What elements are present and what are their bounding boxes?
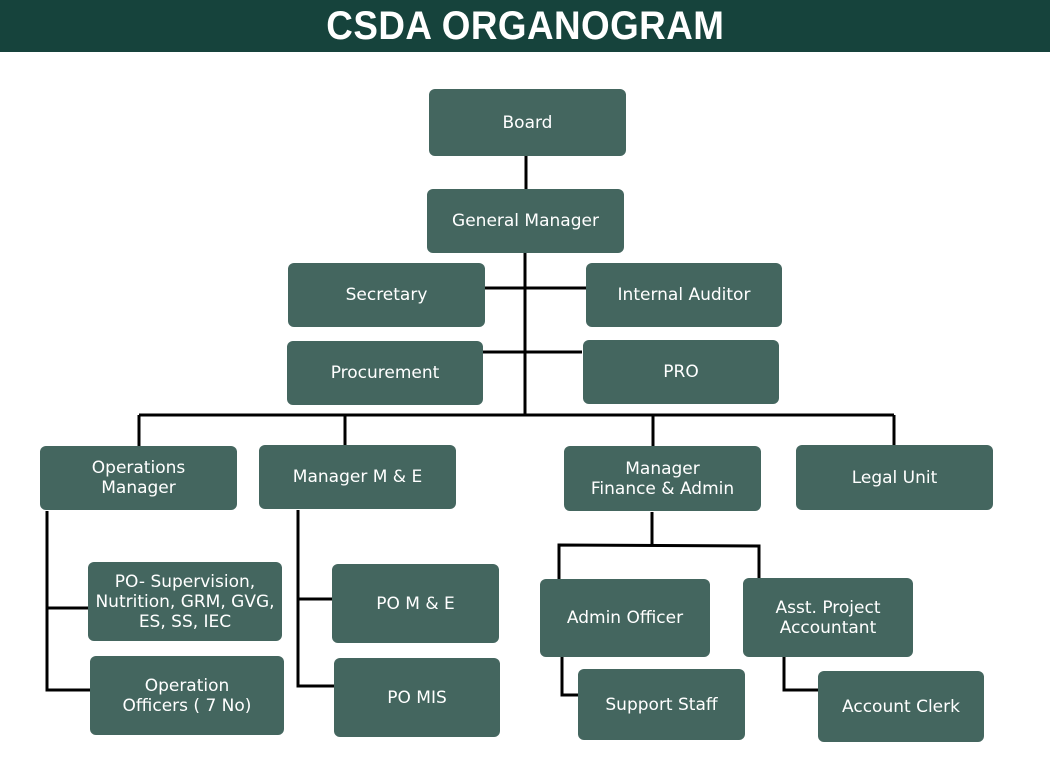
node-account-clerk: Account Clerk — [818, 671, 984, 742]
page-title: CSDA ORGANOGRAM — [325, 3, 725, 48]
node-po-mis: PO MIS — [334, 658, 500, 737]
node-general-manager: General Manager — [427, 189, 624, 253]
node-asst-project-accountant: Asst. Project Accountant — [743, 578, 913, 657]
node-admin-officer: Admin Officer — [540, 579, 710, 657]
header-banner: CSDA ORGANOGRAM — [0, 0, 1050, 52]
connector-me-children — [296, 510, 334, 688]
node-manager-me: Manager M & E — [259, 445, 456, 509]
node-secretary: Secretary — [288, 263, 485, 327]
node-internal-auditor: Internal Auditor — [586, 263, 782, 327]
node-operations-manager: Operations Manager — [40, 446, 237, 510]
connector-ops-children — [45, 511, 90, 692]
node-legal-unit: Legal Unit — [796, 445, 993, 510]
node-support-staff: Support Staff — [578, 669, 745, 740]
connector-fa-bar — [557, 543, 761, 579]
node-pro: PRO — [583, 340, 779, 404]
node-procurement: Procurement — [287, 341, 483, 405]
connector-apa-clerk — [782, 654, 819, 692]
node-po-me: PO M & E — [332, 564, 499, 643]
connector-admin-support — [560, 657, 579, 697]
node-po-supervision: PO- Supervision, Nutrition, GRM, GVG, ES… — [88, 562, 282, 641]
node-manager-finance-admin: Manager Finance & Admin — [564, 446, 761, 511]
node-board: Board — [429, 89, 626, 156]
node-operation-officers: Operation Officers ( 7 No) — [90, 656, 284, 735]
